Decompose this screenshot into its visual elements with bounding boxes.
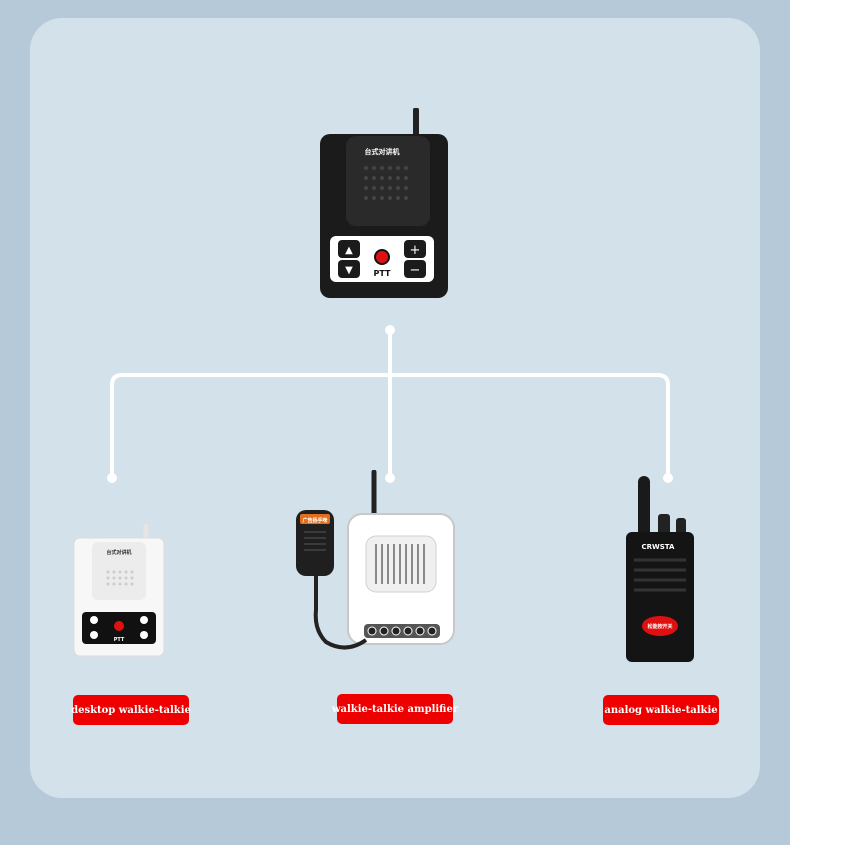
- label-walkie-talkie-amplifier: walkie-talkie amplifier: [332, 694, 458, 724]
- minus-button: [140, 631, 148, 639]
- emergency-button-text: 松能按开关: [647, 623, 672, 630]
- ptt-label: PTT: [374, 269, 392, 278]
- analog-walkie-talkie-image: CRWSTA 松能按开关: [626, 476, 694, 662]
- ptt-button: [374, 249, 390, 265]
- amp-button-5: [415, 626, 425, 636]
- amp-button-4: [403, 626, 413, 636]
- plus-icon: +: [410, 243, 421, 258]
- amp-button-1: [367, 626, 377, 636]
- minus-button: [404, 260, 426, 278]
- speaker-grill: [364, 166, 408, 200]
- speaker-cradle: [346, 136, 430, 226]
- coiled-cable: [313, 576, 368, 650]
- connector-dot-top: [385, 325, 395, 335]
- down-arrow-icon: ▼: [345, 265, 353, 276]
- amp-button-3: [391, 626, 401, 636]
- speaker-grill: [106, 570, 134, 586]
- walkie-talkie-amplifier-image: 广告扬手咪: [296, 470, 455, 650]
- up-button: [90, 616, 98, 624]
- label-desktop-walkie-talkie: desktop walkie-talkie: [71, 695, 191, 725]
- desktop-walkie-talkie-image: 台式对讲机 PTT: [73, 524, 165, 657]
- ptt-button: [114, 621, 124, 631]
- connector-dot-middle: [385, 473, 395, 483]
- top-device-screen-text: 台式对讲机: [365, 147, 400, 156]
- speaker-grill: [634, 558, 686, 592]
- ptt-label: PTT: [114, 637, 125, 643]
- minus-icon: −: [410, 263, 421, 278]
- brand-logo: CRWSTA: [642, 543, 676, 551]
- mic-label-text: 广告扬手咪: [302, 517, 328, 524]
- emergency-button: [642, 616, 678, 636]
- down-button: [338, 260, 360, 278]
- up-button: [338, 240, 360, 258]
- radio-body: [626, 532, 694, 662]
- antenna: [638, 476, 650, 538]
- amp-button-2: [379, 626, 389, 636]
- label-analog-walkie-talkie: analog walkie-talkie: [603, 695, 719, 725]
- up-arrow-icon: ▲: [345, 245, 353, 256]
- knob-right: [676, 518, 686, 536]
- connector-dot-left: [107, 473, 117, 483]
- top-desktop-walkie-talkie-image: 台式对讲机 ▲ ▼ + − PTT: [320, 108, 448, 298]
- down-button: [90, 631, 98, 639]
- plus-button: [140, 616, 148, 624]
- mic-top-label: [300, 514, 330, 524]
- connector-dot-right: [663, 473, 673, 483]
- mic-grill: [304, 531, 326, 551]
- amp-button-6: [427, 626, 437, 636]
- handheld-mic: [296, 510, 334, 576]
- desktop-screen-text: 台式对讲机: [106, 549, 131, 556]
- knob-left: [658, 514, 670, 536]
- plus-button: [404, 240, 426, 258]
- right-margin: [790, 0, 846, 845]
- connector-line: [110, 330, 670, 478]
- speaker-grill: [375, 544, 425, 584]
